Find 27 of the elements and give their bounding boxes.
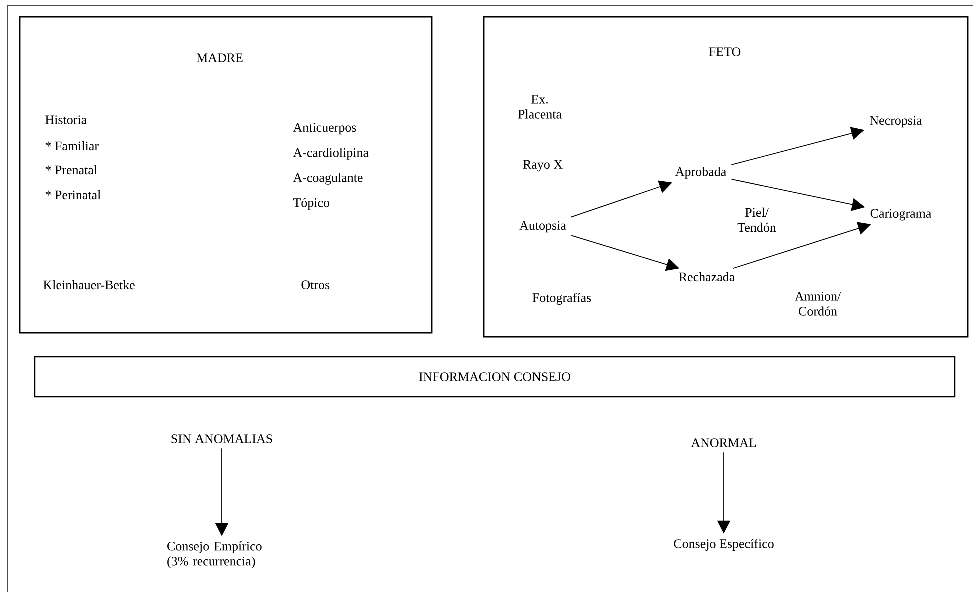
list-item: Historia	[46, 116, 87, 124]
step-text: Autopsia	[520, 221, 566, 233]
list-item: Fotografías	[532, 293, 592, 305]
list-item: Ex. Placenta	[518, 95, 562, 119]
edge-label: Amnion/ Cordón	[792, 291, 844, 317]
step-text: SIN ANOMALIAS	[172, 434, 272, 444]
panel-title: MADRE	[196, 54, 243, 62]
step-text: Cariograma	[870, 209, 932, 221]
step-text: Rechazada	[679, 272, 735, 282]
step-text: Aprobada	[676, 167, 726, 179]
step-text: ANORMAL	[691, 438, 756, 448]
list-item: Tópico	[293, 198, 330, 210]
list-item: * Perinatal	[46, 190, 101, 200]
panel-title: FETO	[709, 48, 741, 56]
step-text: Necropsia	[870, 116, 922, 128]
heading-box: INFORMACION CONSEJO	[34, 356, 956, 398]
list-item: Kleinhauer-Betke	[44, 280, 135, 290]
list-item: Rayo X	[523, 160, 563, 172]
list-item: A-cardiolipina	[293, 148, 369, 160]
list-item: Otros	[302, 280, 330, 290]
step-text: Consejo Empírico (3% recurrencia)	[168, 542, 262, 568]
step-text: Consejo Específico	[674, 539, 774, 551]
list-item: A-coagulante	[293, 173, 363, 185]
edge-label: Piel/ Tendón	[731, 206, 784, 234]
list-item: Anticuerpos	[293, 123, 356, 135]
list-item: * Prenatal	[46, 165, 98, 175]
list-item: * Familiar	[46, 141, 99, 151]
